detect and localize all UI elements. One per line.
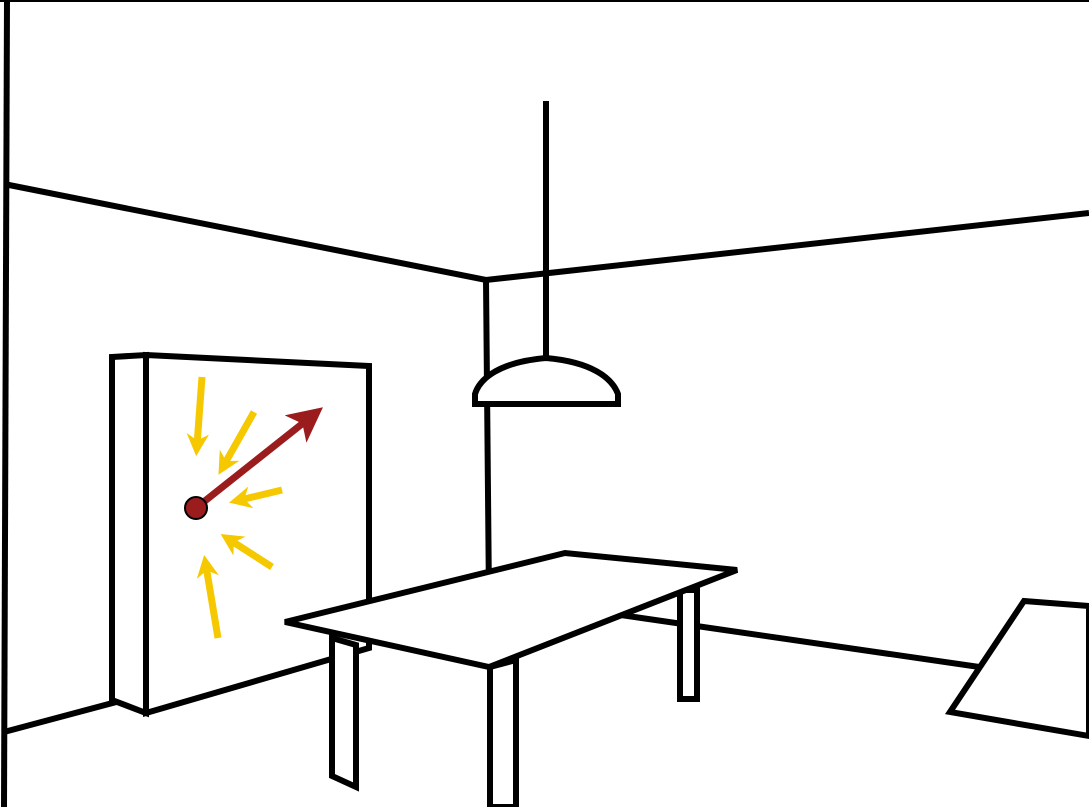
table-leg-back-right (680, 590, 697, 699)
table-leg-front-left (332, 638, 356, 787)
impact-point (185, 497, 207, 519)
lamp-shade (475, 358, 618, 404)
wall-corner-line (486, 280, 489, 600)
pendant-lamp (475, 101, 618, 404)
table-leg-front-center (490, 660, 516, 807)
left-wall-edge (4, 0, 7, 807)
floor-line-right (600, 612, 1000, 670)
panel-side (112, 355, 146, 713)
incoming-arrow-1 (197, 377, 202, 445)
